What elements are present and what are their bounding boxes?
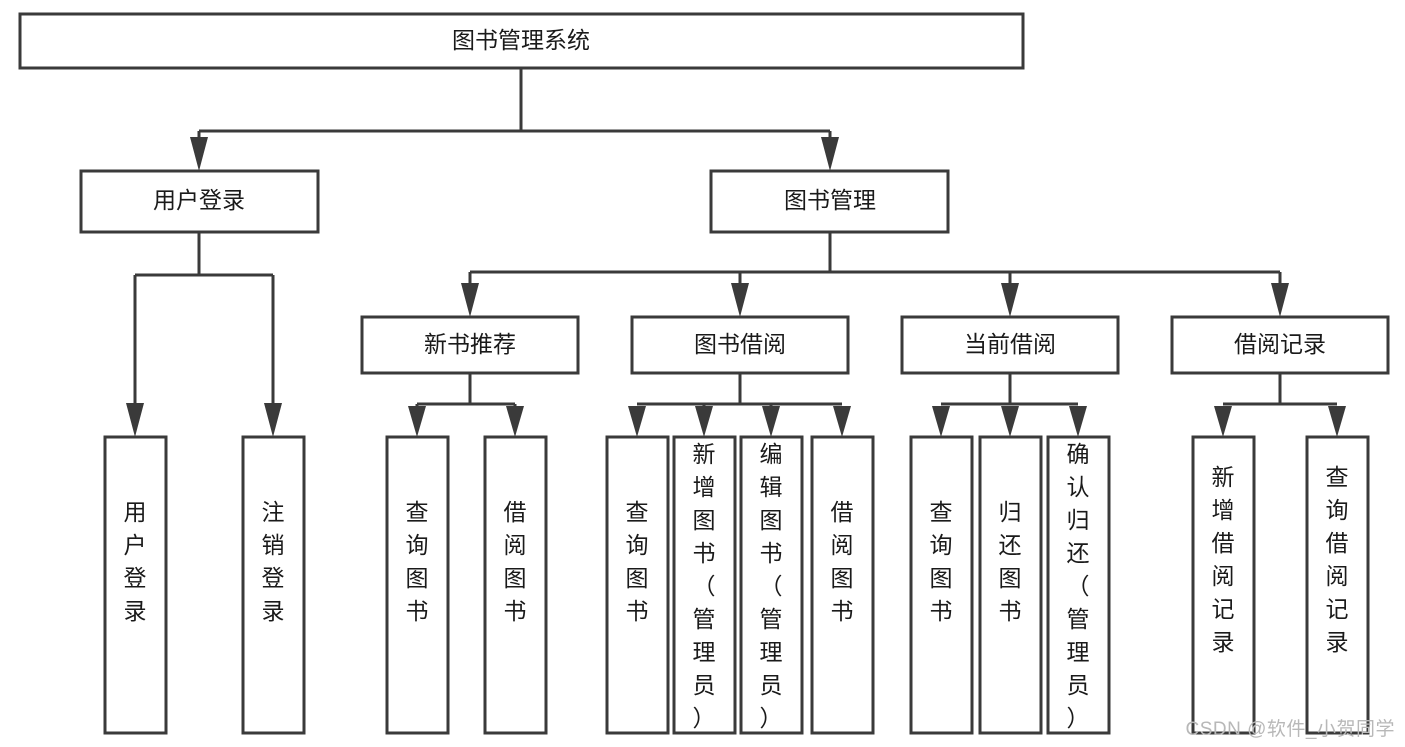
- node-leaf-query-book-3[interactable]: 查询图书: [909, 435, 974, 735]
- leaf-add-record-label: 新增借阅记录: [1212, 464, 1235, 655]
- leaf-query-book-3-box[interactable]: [909, 435, 974, 735]
- leaf-user-login-box[interactable]: [103, 435, 168, 735]
- leaf-return-book-label: 归还图书: [999, 499, 1022, 624]
- leaf-query-book-1-box[interactable]: [385, 435, 450, 735]
- leaf-query-record-box[interactable]: [1305, 435, 1370, 735]
- arrow-head-leaf-query-record: [1328, 406, 1346, 437]
- leaf-edit-book-label: 编辑图书（管理员）: [760, 441, 783, 731]
- leaf-query-record-label: 查询借阅记录: [1326, 464, 1349, 655]
- arrow-head-book-borrow: [731, 283, 749, 317]
- node-leaf-query-record[interactable]: 查询借阅记录: [1305, 435, 1370, 735]
- arrow-head-leaf-user-login: [126, 403, 144, 437]
- leaf-return-book-box[interactable]: [978, 435, 1043, 735]
- connectors-layer: [126, 68, 1346, 437]
- new-book-recommend-label: 新书推荐: [424, 331, 516, 357]
- root-box[interactable]: [18, 12, 1025, 70]
- leaf-borrow-book-1-label: 借阅图书: [504, 499, 527, 624]
- book-management-label: 图书管理: [784, 187, 876, 213]
- node-new-book-recommend[interactable]: 新书推荐: [360, 315, 580, 375]
- arrow-head-leaf-return-book: [1001, 406, 1019, 437]
- node-leaf-logout[interactable]: 注销登录: [241, 435, 306, 735]
- node-leaf-user-login[interactable]: 用户登录: [103, 435, 168, 735]
- leaf-user-login-label: 用户登录: [124, 499, 147, 624]
- node-leaf-add-book[interactable]: 新增图书（管理员）: [672, 435, 737, 735]
- leaf-logout-label: 注销登录: [262, 499, 285, 624]
- arrow-head-leaf-query-book-2: [628, 406, 646, 437]
- arrow-head-leaf-add-book: [695, 406, 713, 437]
- leaf-query-book-2-label: 查询图书: [626, 499, 649, 624]
- current-borrow-label: 当前借阅: [964, 331, 1056, 357]
- leaf-borrow-book-1-box[interactable]: [483, 435, 548, 735]
- arrow-head-leaf-add-record: [1214, 406, 1232, 437]
- node-leaf-return-book[interactable]: 归还图书: [978, 435, 1043, 735]
- arrow-head-new-book-recommend: [461, 283, 479, 317]
- book-management-box[interactable]: [709, 169, 950, 234]
- leaf-add-book-label: 新增图书（管理员）: [693, 441, 716, 731]
- root-label: 图书管理系统: [452, 27, 590, 53]
- leaf-confirm-return-box[interactable]: [1046, 435, 1111, 735]
- watermark-text: CSDN @软件_小贺同学: [1185, 719, 1395, 740]
- node-leaf-edit-book[interactable]: 编辑图书（管理员）: [739, 435, 804, 735]
- leaf-borrow-book-2-box[interactable]: [810, 435, 875, 735]
- arrow-head-leaf-query-book-1: [408, 406, 426, 437]
- node-root[interactable]: 图书管理系统: [18, 12, 1025, 70]
- arrow-head-current-borrow: [1001, 283, 1019, 317]
- node-book-management[interactable]: 图书管理: [709, 169, 950, 234]
- node-current-borrow[interactable]: 当前借阅: [900, 315, 1120, 375]
- leaf-query-book-1-label: 查询图书: [406, 499, 429, 624]
- book-borrow-label: 图书借阅: [694, 331, 786, 357]
- arrow-head-leaf-edit-book: [762, 406, 780, 437]
- leaf-query-book-2-box[interactable]: [605, 435, 670, 735]
- node-leaf-confirm-return[interactable]: 确认归还（管理员）: [1046, 435, 1111, 735]
- node-leaf-borrow-book-1[interactable]: 借阅图书: [483, 435, 548, 735]
- current-borrow-box[interactable]: [900, 315, 1120, 375]
- arrow-head-book-management: [821, 137, 839, 171]
- arrow-head-leaf-borrow-book-2: [833, 406, 851, 437]
- borrow-record-box[interactable]: [1170, 315, 1390, 375]
- arrow-head-borrow-record: [1271, 283, 1289, 317]
- leaf-add-record-box[interactable]: [1191, 435, 1256, 735]
- arrow-head-user-login: [190, 137, 208, 171]
- leaf-confirm-return-label: 确认归还（管理员）: [1067, 441, 1090, 731]
- node-book-borrow[interactable]: 图书借阅: [630, 315, 850, 375]
- new-book-recommend-box[interactable]: [360, 315, 580, 375]
- node-borrow-record[interactable]: 借阅记录: [1170, 315, 1390, 375]
- arrow-head-leaf-query-book-3: [932, 406, 950, 437]
- leaf-borrow-book-2-label: 借阅图书: [831, 499, 854, 624]
- node-leaf-query-book-2[interactable]: 查询图书: [605, 435, 670, 735]
- arrow-head-leaf-confirm-return: [1069, 406, 1087, 437]
- user-login-label: 用户登录: [153, 187, 245, 213]
- arrow-head-leaf-logout: [264, 403, 282, 437]
- book-borrow-box[interactable]: [630, 315, 850, 375]
- node-leaf-query-book-1[interactable]: 查询图书: [385, 435, 450, 735]
- leaf-add-book-box[interactable]: [672, 435, 737, 735]
- leaf-query-book-3-label: 查询图书: [930, 499, 953, 624]
- node-leaf-borrow-book-2[interactable]: 借阅图书: [810, 435, 875, 735]
- borrow-record-label: 借阅记录: [1234, 331, 1326, 357]
- leaf-edit-book-box[interactable]: [739, 435, 804, 735]
- leaf-logout-box[interactable]: [241, 435, 306, 735]
- node-user-login[interactable]: 用户登录: [79, 169, 320, 234]
- arrow-head-leaf-borrow-book-1: [506, 406, 524, 437]
- node-leaf-add-record[interactable]: 新增借阅记录: [1191, 435, 1256, 735]
- user-login-box[interactable]: [79, 169, 320, 234]
